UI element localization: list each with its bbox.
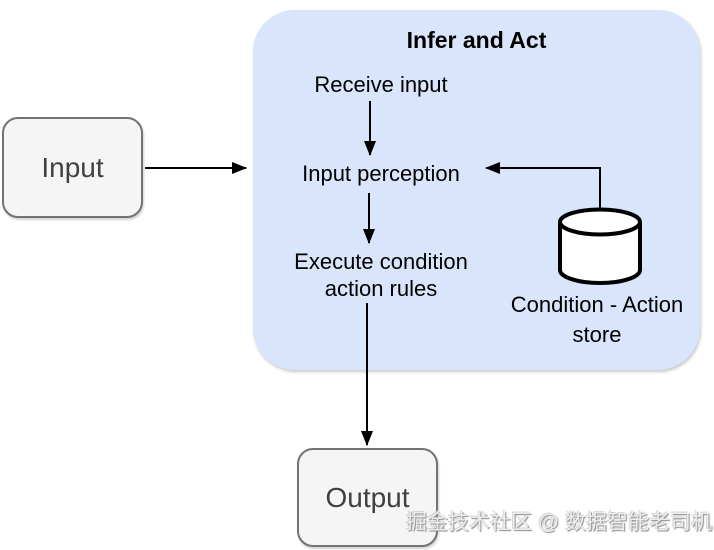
- store-label-line2: store: [572, 322, 622, 347]
- node-output: Output: [297, 448, 438, 547]
- watermark: 掘金技术社区 @ 数据智能老司机: [406, 511, 712, 534]
- condition-action-store-label: Condition - Action store: [492, 290, 702, 350]
- container-title: Infer and Act: [406, 27, 547, 53]
- node-input-label: Input: [41, 151, 104, 183]
- step-input-perception: Input perception: [302, 161, 460, 186]
- step-receive-input: Receive input: [314, 72, 448, 97]
- step-execute-line1: Execute condition: [294, 249, 468, 274]
- node-output-label: Output: [325, 481, 410, 513]
- store-label-line1: Condition - Action: [510, 292, 684, 317]
- step-execute-line2: action rules: [324, 276, 438, 301]
- node-input: Input: [2, 117, 143, 218]
- step-execute-condition-action-rules: Execute condition action rules: [266, 248, 496, 302]
- infer-and-act-container: [253, 10, 700, 370]
